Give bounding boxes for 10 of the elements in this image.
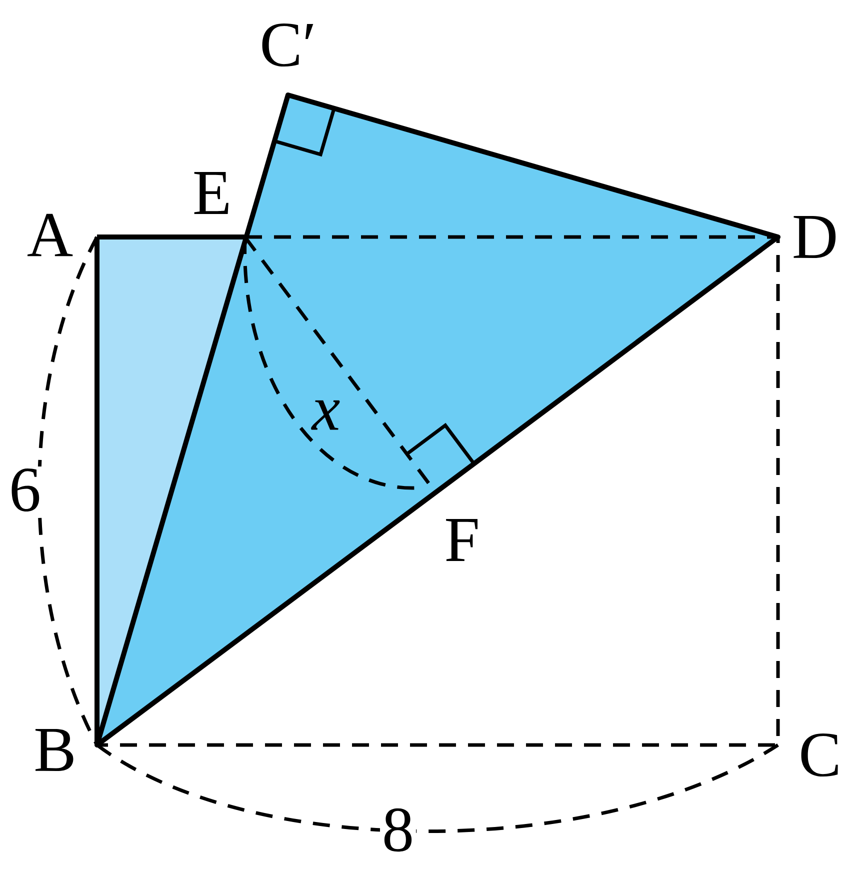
point-label: B <box>36 728 74 772</box>
point-label: C′ <box>262 24 314 66</box>
point-label: F <box>446 519 478 561</box>
point-label: A <box>28 214 73 256</box>
point-label: C <box>801 734 838 776</box>
length-label: 6 <box>7 466 43 514</box>
point-label: E <box>194 172 228 214</box>
length-label: 8 <box>380 806 416 854</box>
angle-label: x <box>311 400 340 430</box>
point-label: D <box>794 216 836 258</box>
